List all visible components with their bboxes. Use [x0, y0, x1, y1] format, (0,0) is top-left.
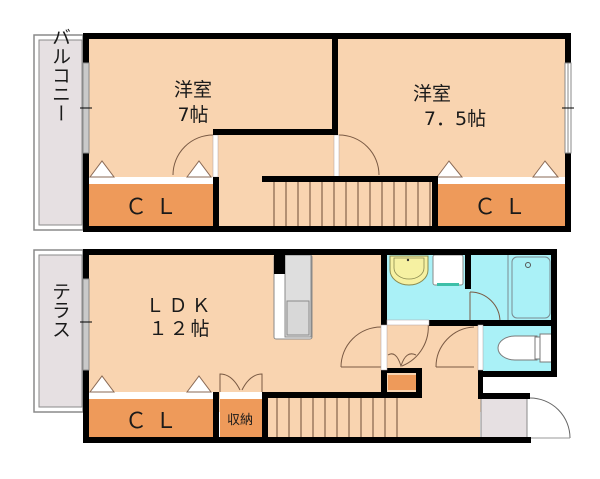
sink-icon — [389, 255, 429, 286]
ldk-name: ＬＤＫ — [145, 295, 214, 317]
entrance — [480, 395, 528, 440]
room-west-name: 洋室 — [174, 79, 212, 101]
room-west-size: 7帖 — [177, 104, 208, 126]
storage-label: 収納 — [227, 413, 253, 428]
door-swing-room-east — [338, 134, 380, 176]
ldk-floor — [85, 252, 385, 412]
closet-lower-label: ＣＬ — [125, 409, 185, 434]
ldk-size: １２帖 — [148, 318, 211, 340]
kitchen-counter — [273, 252, 313, 340]
balcony-label: バルコニー — [49, 28, 71, 123]
closet-west — [87, 184, 213, 226]
closet-lower — [87, 399, 215, 439]
door-swing-entrance — [529, 397, 571, 439]
closet-east-label: ＣＬ — [474, 195, 534, 220]
door-swing-washroom — [401, 321, 429, 367]
terrace-label: テラス — [49, 282, 71, 339]
washing-machine-icon — [432, 254, 464, 286]
room-east-size: 7．5帖 — [424, 108, 486, 130]
door-swing-room-west — [172, 134, 214, 176]
closet-west-label: ＣＬ — [125, 195, 185, 220]
closet-east — [435, 184, 566, 226]
balcony-label-text: バルコニー — [49, 28, 71, 123]
door-swing-bath — [469, 291, 501, 323]
small-closet — [388, 375, 416, 390]
door-swing-small-closet — [387, 353, 417, 368]
door-swing-storage-left — [219, 373, 241, 392]
door-swing-ldk — [340, 326, 382, 368]
lower-floor: テラス ＬＤＫ １２帖 ＣＬ 収納 — [33, 249, 571, 443]
stairs-upper — [263, 181, 435, 226]
storage — [220, 399, 262, 439]
door-swing-storage-right — [241, 373, 263, 392]
bathtub-icon — [507, 252, 551, 322]
toilet-icon — [497, 333, 553, 363]
room-east-name: 洋室 — [413, 83, 451, 105]
door-swing-toilet — [435, 326, 475, 368]
upper-floor: バルコニー 洋室 7帖 洋室 7．5帖 ＣＬ ＣＬ — [33, 28, 574, 232]
